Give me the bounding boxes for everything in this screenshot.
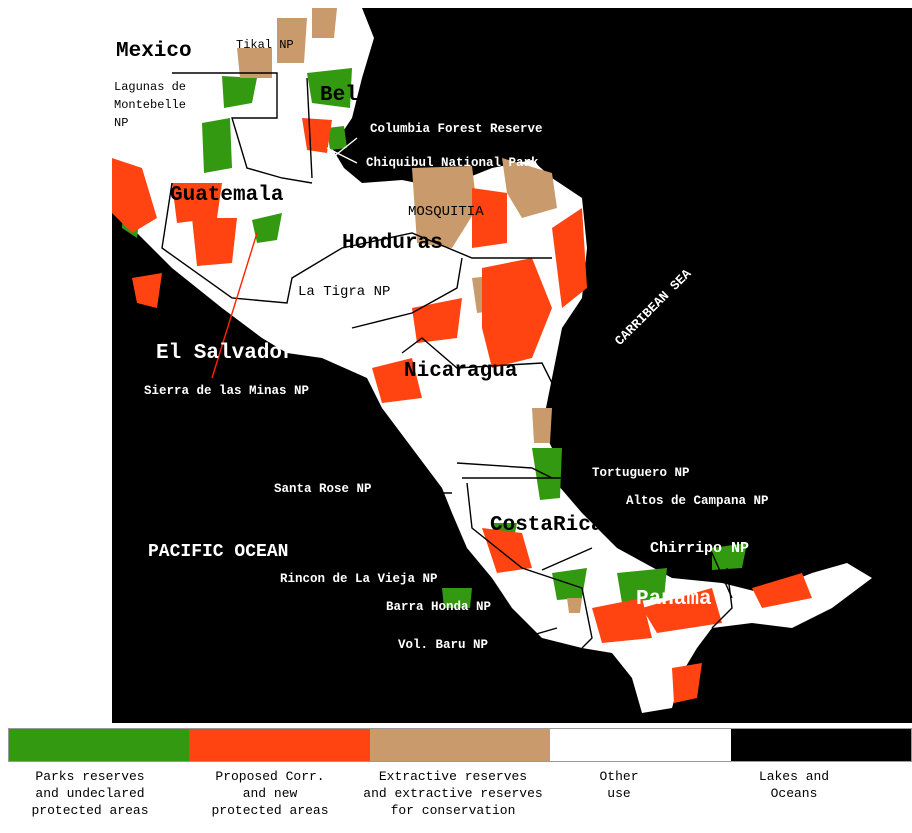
map-graphic (112, 8, 872, 713)
country-label-el-salvador: El Salvador (156, 342, 295, 365)
park-label-lagunas-1: Lagunas de (114, 80, 187, 94)
legend-label-extractive: Extractive reserves and extractive reser… (363, 769, 543, 818)
country-label-panama: Panama (636, 588, 712, 611)
country-label-mexico: Mexico (116, 40, 192, 63)
region-label-mosquitia: MOSQUITIA (408, 204, 484, 220)
country-label-guatemala: Guatemala (170, 184, 284, 207)
legend-label-lakes: Lakes and Oceans (758, 769, 830, 801)
legend-swatch-other (550, 729, 731, 761)
region-label-pacific-ocean: PACIFIC OCEAN (148, 542, 289, 562)
park-label-columbia: Columbia Forest Reserve (370, 122, 543, 136)
legend-swatch-corridor (189, 729, 370, 761)
park-label-baru: Vol. Baru NP (398, 638, 489, 652)
park-label-altos: Altos de Campana NP (626, 494, 769, 508)
country-label-honduras: Honduras (342, 232, 443, 255)
country-label-belize: Belize (320, 84, 396, 107)
legend-label-parks: Parks reserves and undeclared protected … (31, 769, 149, 818)
park-label-rincon: Rincon de La Vieja NP (280, 572, 438, 586)
leader-lines (211, 137, 733, 642)
park-label-santa-rose: Santa Rose NP (274, 482, 372, 496)
legend-label-corridor: Proposed Corr. and new protected areas (211, 769, 329, 818)
country-label-nicaragua: Nicaragua (404, 360, 518, 383)
legend-swatch-lakes (730, 729, 912, 761)
country-borders (161, 72, 733, 649)
legend-swatch-extractive (369, 729, 551, 761)
legend-color-bar (8, 728, 912, 762)
park-label-chirripo: Chirripo NP (650, 540, 750, 557)
park-label-tikal: Tikal NP (236, 38, 294, 52)
legend-label-other: Other use (599, 769, 639, 801)
park-label-barra: Barra Honda NP (386, 600, 492, 614)
legend-swatch-parks (9, 729, 190, 761)
park-label-lagunas-2: Montebelle (114, 98, 187, 112)
country-label-costa-rica: CostaRica (490, 514, 604, 537)
park-label-sierra: Sierra de las Minas NP (144, 384, 310, 398)
park-label-tortuguero: Tortuguero NP (592, 466, 690, 480)
park-label-chiquibul: Chiquibul National Park (366, 156, 539, 170)
park-label-lagunas-3: NP (114, 116, 129, 130)
park-label-la-tigra: La Tigra NP (298, 284, 391, 300)
central-america-map: Mexico Belize Guatemala Honduras El Salv… (112, 8, 912, 723)
